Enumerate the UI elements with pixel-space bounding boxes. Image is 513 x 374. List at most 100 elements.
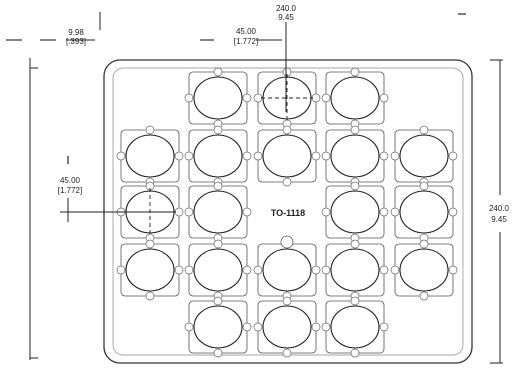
pocket-circle	[330, 305, 380, 349]
pocket-circle	[330, 248, 380, 292]
pocket-tab	[419, 181, 429, 191]
pocket-circle	[125, 248, 175, 292]
pocket-tab	[311, 322, 321, 332]
pocket-tab	[184, 207, 194, 217]
pocket-tab	[253, 265, 263, 275]
pocket-tab	[311, 93, 321, 103]
pocket-tab	[321, 151, 331, 161]
pocket-circle	[262, 134, 312, 178]
right-height-dimension: 240.0 9.45	[489, 59, 510, 364]
pocket-tab	[448, 151, 458, 161]
pocket-circle	[330, 134, 380, 178]
horizontal-pitch-value: 45.00	[236, 27, 257, 36]
overall-width-value: 240.0	[276, 4, 297, 13]
pocket-tab	[379, 322, 389, 332]
pocket-tab	[116, 265, 126, 275]
horizontal-pitch-alt: [1.772]	[234, 37, 258, 46]
left-height-dimension	[29, 58, 38, 360]
pocket-tab	[213, 348, 223, 358]
pocket-tab	[253, 151, 263, 161]
pocket-tab	[282, 125, 292, 135]
vertical-pitch-alt: [1.772]	[58, 186, 82, 195]
pocket-tab	[419, 125, 429, 135]
pocket-circle	[399, 190, 449, 234]
pocket-tab	[321, 322, 331, 332]
pocket-tab	[145, 125, 155, 135]
pocket-tab	[242, 265, 252, 275]
pocket-tab	[145, 239, 155, 249]
pocket-tab	[350, 239, 360, 249]
edge-offset-alt: [.393]	[66, 37, 86, 46]
pocket-circle	[399, 248, 449, 292]
pocket-tab	[419, 291, 429, 301]
pocket-tab	[242, 322, 252, 332]
pocket-tab	[321, 93, 331, 103]
pocket-tab	[184, 265, 194, 275]
pocket-circle	[193, 134, 243, 178]
pocket-tab	[282, 348, 292, 358]
pocket-tab	[116, 151, 126, 161]
pocket-circle	[262, 248, 312, 292]
pocket-tab	[242, 151, 252, 161]
pocket-tab	[253, 93, 263, 103]
pocket-tab	[174, 265, 184, 275]
center-notch	[280, 235, 294, 249]
pocket-tab	[350, 125, 360, 135]
pocket-circle	[125, 134, 175, 178]
pocket-tab	[174, 207, 184, 217]
overall-width-alt: 9.45	[278, 13, 294, 22]
pocket-circle	[193, 248, 243, 292]
pocket-tab	[350, 181, 360, 191]
part-label: TO-1118	[271, 208, 305, 218]
pocket-tab	[253, 322, 263, 332]
vertical-pitch-dimension: 45.00 [1.772]	[58, 156, 174, 222]
pocket-circle	[330, 76, 380, 120]
pocket-tab	[350, 348, 360, 358]
pocket-tab	[282, 296, 292, 306]
edge-offset-dimension: 9.98 [.393]	[6, 28, 95, 46]
pocket-tab	[350, 67, 360, 77]
pocket-tab	[184, 322, 194, 332]
pocket-tab	[390, 151, 400, 161]
top-width-dimension: 240.0 9.45	[99, 4, 466, 112]
pocket-circle	[193, 305, 243, 349]
pocket-tab	[145, 291, 155, 301]
pocket-tab	[321, 265, 331, 275]
pocket-circle	[193, 76, 243, 120]
pocket-tab	[311, 151, 321, 161]
pocket-circle	[193, 190, 243, 234]
pocket-circle	[330, 190, 380, 234]
overall-height-value: 240.0	[489, 204, 510, 213]
pocket-tab	[213, 239, 223, 249]
pocket-tab	[390, 207, 400, 217]
pocket-tab	[419, 239, 429, 249]
edge-offset-value: 9.98	[68, 28, 84, 37]
pocket-tab	[390, 265, 400, 275]
pocket-circle	[262, 305, 312, 349]
horizontal-pitch-dimension: 45.00 [1.772]	[200, 27, 282, 46]
pocket-tab	[321, 207, 331, 217]
pocket-tab	[350, 296, 360, 306]
pocket-tab	[213, 296, 223, 306]
pocket-tab	[448, 265, 458, 275]
pocket-tab	[242, 93, 252, 103]
pocket-tab	[213, 125, 223, 135]
pocket-tab	[184, 151, 194, 161]
pocket-circle	[399, 134, 449, 178]
pocket-tab	[242, 207, 252, 217]
pocket-tab	[174, 151, 184, 161]
vertical-pitch-value: 45.00	[60, 176, 81, 185]
pocket-tab	[311, 265, 321, 275]
pocket-tab	[379, 207, 389, 217]
pocket-tab	[448, 207, 458, 217]
pocket-tab	[282, 177, 292, 187]
pocket-tab	[184, 93, 194, 103]
overall-height-alt: 9.45	[491, 215, 507, 224]
pocket-tab	[379, 151, 389, 161]
pocket-tab	[213, 67, 223, 77]
pocket-tab	[213, 181, 223, 191]
pocket-tab	[379, 265, 389, 275]
pocket-tab	[379, 93, 389, 103]
